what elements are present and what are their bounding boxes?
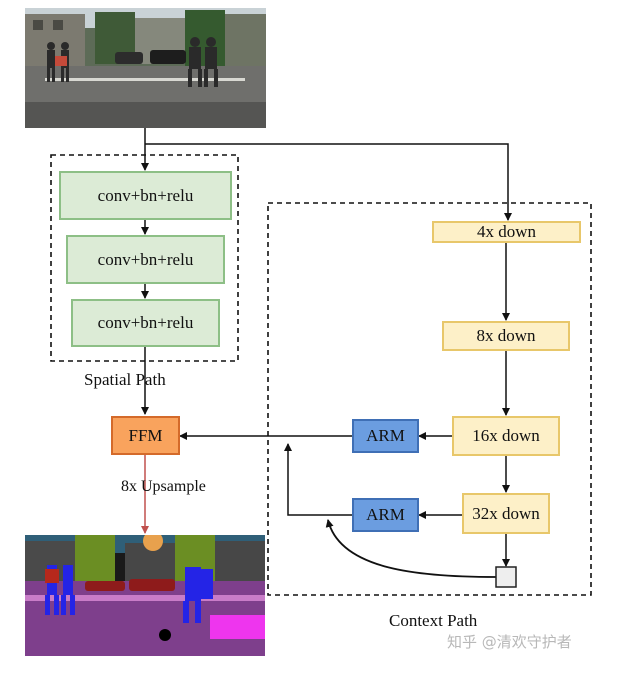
arrow-image-to-4x — [145, 143, 512, 221]
conv-block-3-label: conv+bn+relu — [97, 313, 194, 332]
down-32x-block: 32x down — [462, 493, 550, 534]
global-pool-node — [495, 566, 517, 588]
conv-block-2-label: conv+bn+relu — [97, 249, 194, 269]
arm-block-2: ARM — [352, 498, 419, 532]
ffm-label: FFM — [128, 425, 163, 445]
watermark-text: 知乎 @清欢守护者 — [447, 633, 572, 651]
down-32x-label: 32x down — [472, 503, 540, 523]
spatial-path-label: Spatial Path — [84, 370, 166, 389]
down-16x-label: 16x down — [472, 426, 540, 445]
arrow-pool-to-arm2 — [325, 519, 497, 578]
conv-block-3: conv+bn+relu — [71, 299, 220, 347]
down-4x-label: 4x down — [476, 222, 537, 241]
arm-block-1: ARM — [352, 419, 419, 453]
down-16x-block: 16x down — [452, 416, 560, 456]
context-path-region — [267, 202, 592, 596]
arm-block-2-label: ARM — [366, 505, 405, 524]
conv-block-1: conv+bn+relu — [59, 171, 232, 220]
conv-block-1-label: conv+bn+relu — [97, 185, 194, 205]
upsample-label: 8x Upsample — [121, 478, 206, 495]
ffm-block: FFM — [111, 416, 180, 455]
down-8x-label: 8x down — [476, 326, 536, 345]
conv-block-2: conv+bn+relu — [66, 235, 225, 284]
arrow-arm2-to-merge — [284, 443, 352, 516]
down-4x-block: 4x down — [432, 221, 581, 243]
output-segmentation-image — [25, 535, 265, 656]
context-path-label: Context Path — [389, 611, 478, 630]
down-8x-block: 8x down — [442, 321, 570, 351]
arm-block-1-label: ARM — [366, 426, 405, 445]
input-street-image — [25, 8, 266, 128]
